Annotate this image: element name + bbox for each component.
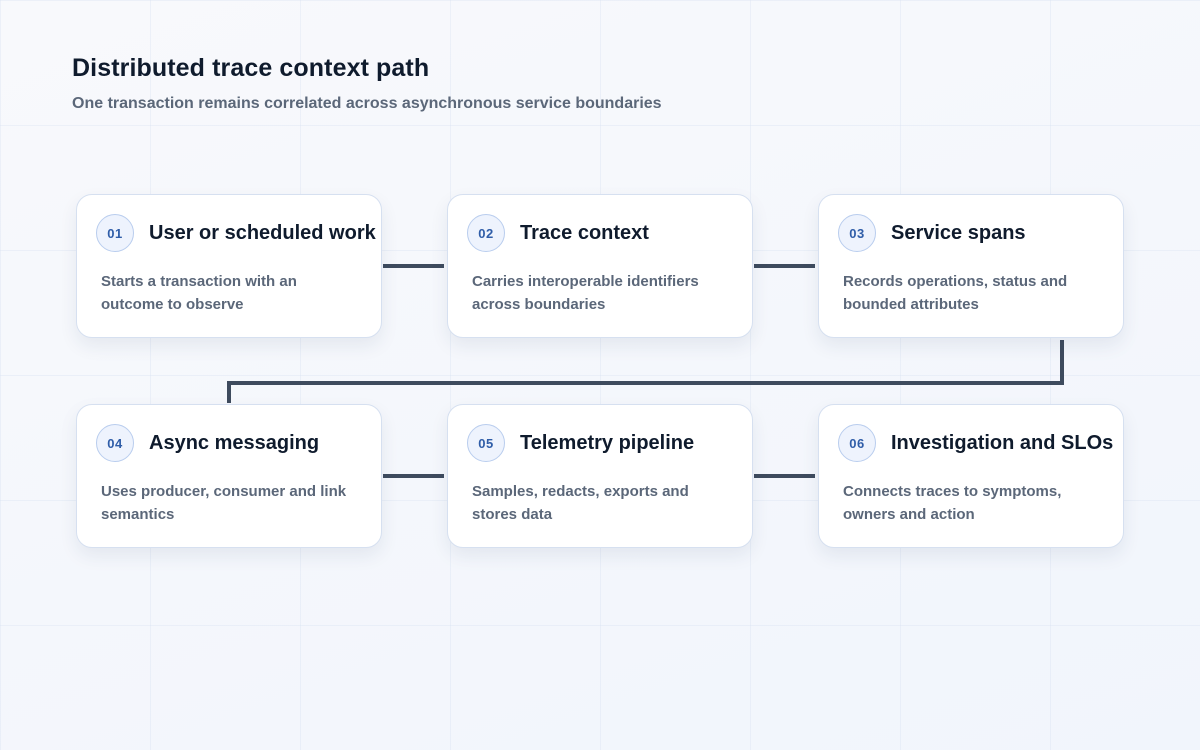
- step-card-trace-context: 02 Trace context Carries interoperable i…: [447, 194, 753, 338]
- step-title: Telemetry pipeline: [520, 432, 695, 454]
- step-title: User or scheduled work: [149, 222, 376, 244]
- step-description: Carries interoperable identifiers across…: [472, 273, 699, 313]
- step-number-badge: 02: [467, 214, 505, 252]
- diagram-title: Distributed trace context path: [72, 54, 430, 82]
- step-card-service-spans: 03 Service spans Records operations, sta…: [818, 194, 1124, 338]
- step-title: Trace context: [520, 222, 649, 244]
- step-title: Async messaging: [149, 432, 320, 454]
- step-number-badge: 05: [467, 424, 505, 462]
- diagram-subtitle: One transaction remains correlated acros…: [72, 95, 662, 112]
- step-description: Connects traces to symptoms, owners and …: [843, 483, 1062, 523]
- step-description: Samples, redacts, exports and stores dat…: [472, 483, 689, 523]
- step-number-badge: 06: [838, 424, 876, 462]
- step-title: Service spans: [891, 222, 1026, 244]
- connector-03-04: [227, 340, 1064, 403]
- step-card-telemetry-pipeline: 05 Telemetry pipeline Samples, redacts, …: [447, 404, 753, 548]
- step-number-badge: 03: [838, 214, 876, 252]
- step-card-async-messaging: 04 Async messaging Uses producer, consum…: [76, 404, 382, 548]
- step-title: Investigation and SLOs: [891, 432, 1114, 454]
- step-number-badge: 01: [96, 214, 134, 252]
- step-card-user-work: 01 User or scheduled work Starts a trans…: [76, 194, 382, 338]
- step-description: Uses producer, consumer and link semanti…: [101, 483, 347, 523]
- step-description: Records operations, status and bounded a…: [843, 273, 1068, 313]
- step-number-badge: 04: [96, 424, 134, 462]
- step-description: Starts a transaction with an outcome to …: [101, 273, 297, 313]
- step-card-investigation-slos: 06 Investigation and SLOs Connects trace…: [818, 404, 1124, 548]
